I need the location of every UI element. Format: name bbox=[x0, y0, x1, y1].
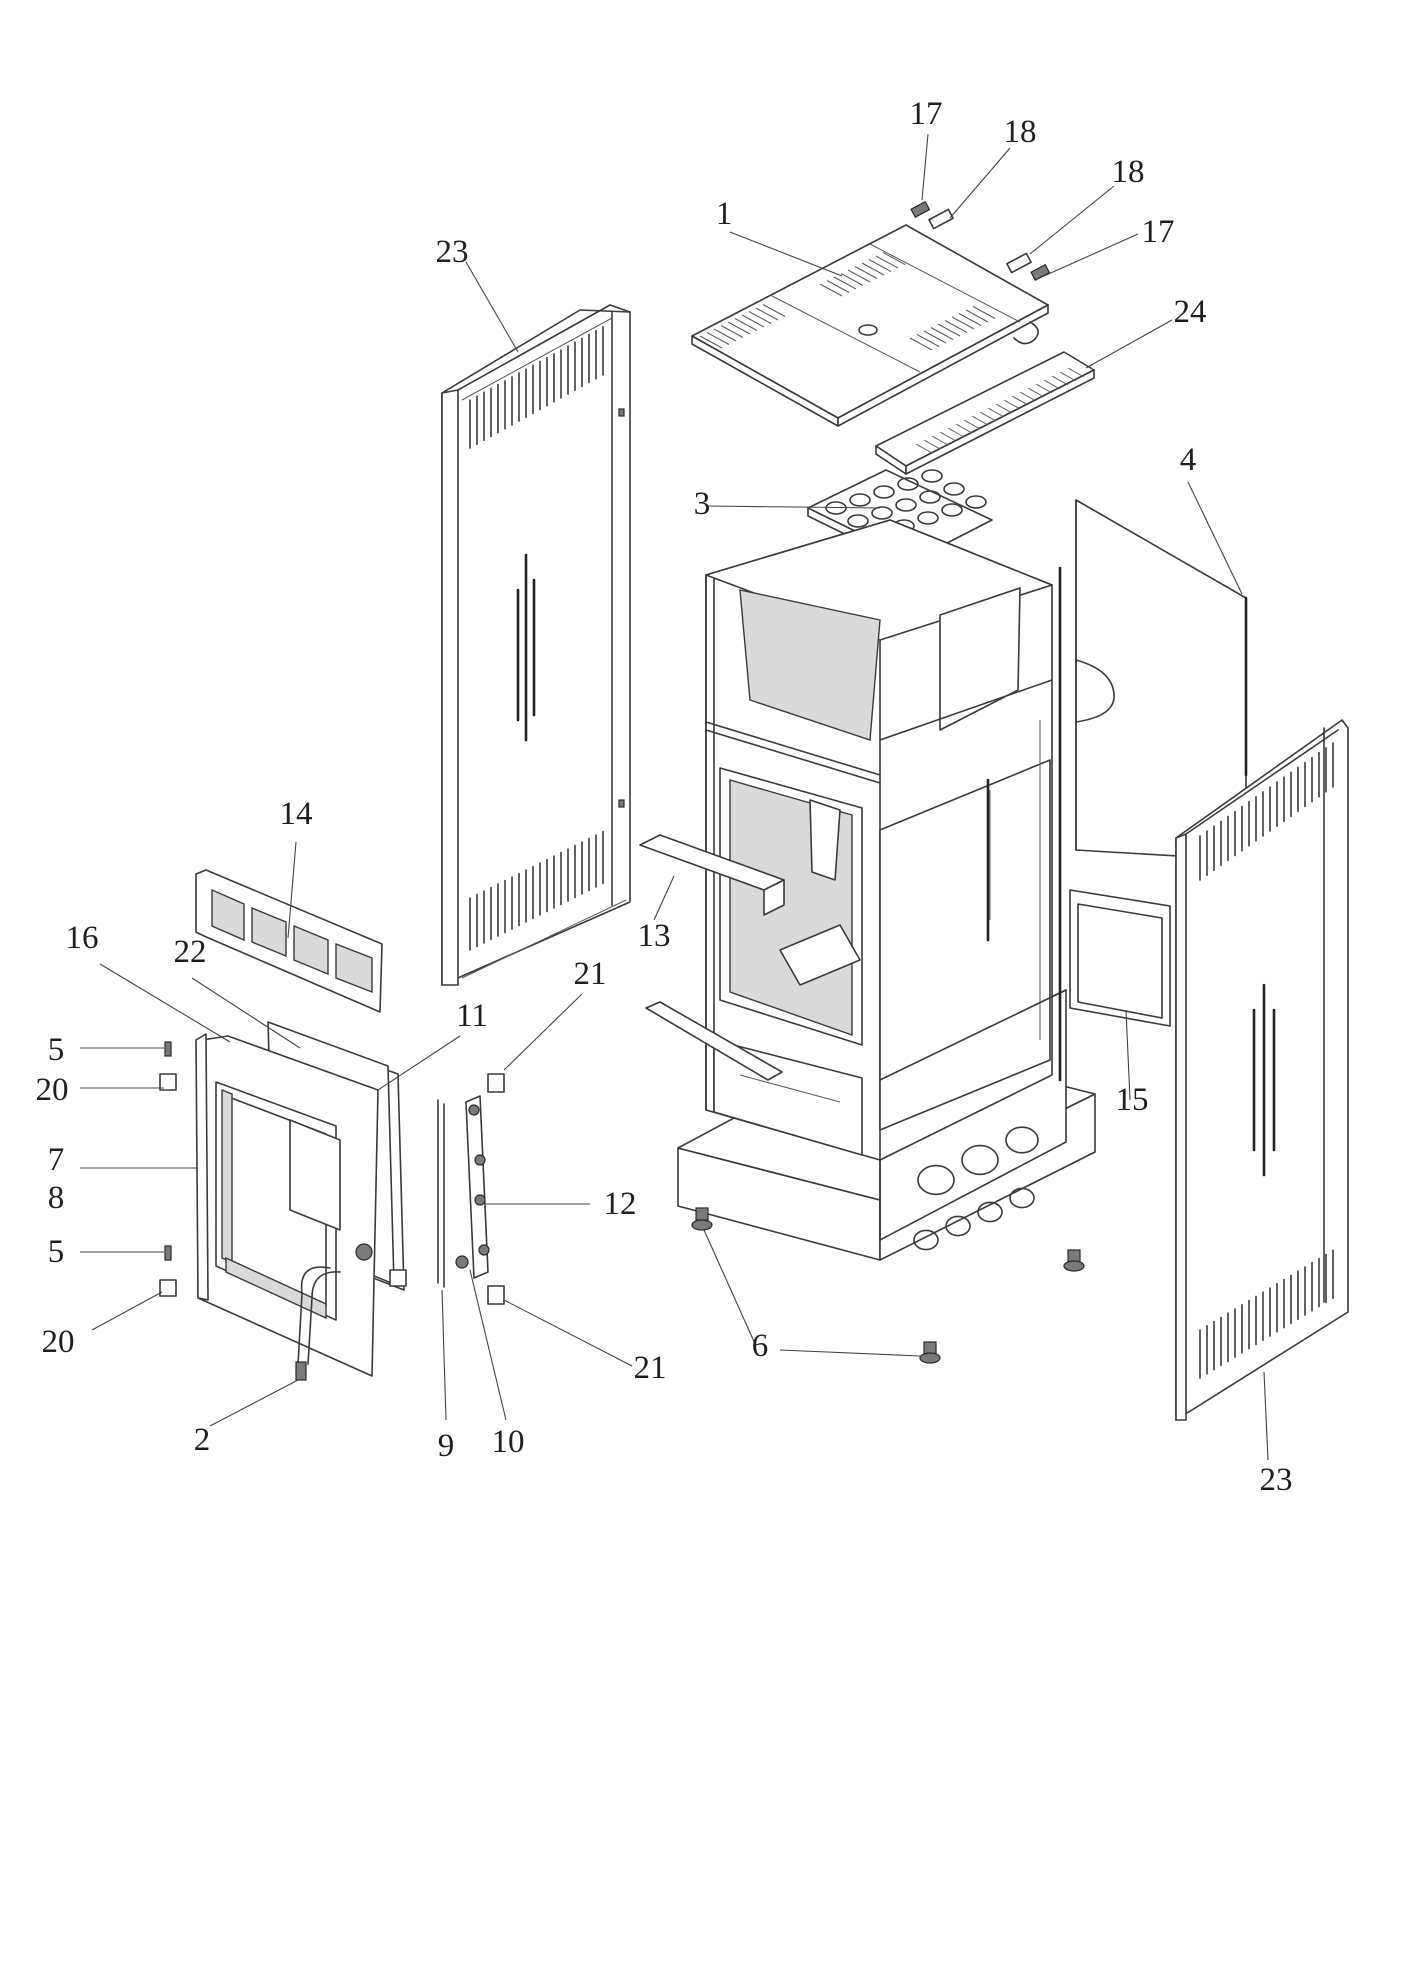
part-23-right-side-panel bbox=[1175, 719, 1349, 1421]
callout-23: 23 bbox=[1260, 1462, 1293, 1498]
part-13-support-bracket bbox=[639, 834, 785, 1081]
part-23-left-side-panel bbox=[441, 304, 631, 986]
callout-15: 15 bbox=[1116, 1082, 1149, 1118]
callout-labels: 17 18 18 17 1 24 23 3 4 14 16 22 13 21 1… bbox=[36, 96, 1293, 1498]
callout-18: 18 bbox=[1004, 114, 1037, 150]
callout-21: 21 bbox=[634, 1350, 667, 1386]
part-24-top-strip bbox=[875, 351, 1095, 475]
part-1-top-cover bbox=[691, 224, 1049, 427]
callout-24: 24 bbox=[1174, 294, 1207, 330]
callout-5: 5 bbox=[48, 1234, 65, 1270]
door-assembly bbox=[159, 1021, 445, 1381]
callout-8: 8 bbox=[48, 1180, 65, 1216]
callout-7: 7 bbox=[48, 1142, 65, 1178]
callout-23: 23 bbox=[436, 234, 469, 270]
callout-11: 11 bbox=[456, 998, 488, 1034]
part-4-right-inner-panel bbox=[1075, 499, 1248, 861]
parts-17-18-top-fasteners bbox=[910, 200, 1051, 281]
callout-9: 9 bbox=[438, 1428, 455, 1464]
callout-14: 14 bbox=[280, 796, 313, 832]
part-14-front-grille bbox=[195, 869, 383, 1013]
callout-16: 16 bbox=[66, 920, 99, 956]
callout-20: 20 bbox=[42, 1324, 75, 1360]
callout-5: 5 bbox=[48, 1032, 65, 1068]
callout-17: 17 bbox=[910, 96, 943, 132]
callout-1: 1 bbox=[716, 196, 733, 232]
stove-main-body bbox=[677, 519, 1096, 1261]
callout-13: 13 bbox=[638, 918, 671, 954]
part-6-feet bbox=[691, 1207, 1085, 1364]
callout-12: 12 bbox=[604, 1186, 637, 1222]
part-15-access-plate bbox=[1069, 889, 1171, 1027]
callout-10: 10 bbox=[492, 1424, 525, 1460]
callout-21: 21 bbox=[574, 956, 607, 992]
callout-2: 2 bbox=[194, 1422, 211, 1458]
callout-4: 4 bbox=[1180, 442, 1197, 478]
callout-17: 17 bbox=[1142, 214, 1175, 250]
leader-lines bbox=[80, 133, 1269, 1461]
callout-18: 18 bbox=[1112, 154, 1145, 190]
callout-3: 3 bbox=[694, 486, 711, 522]
callout-22: 22 bbox=[174, 934, 207, 970]
callout-20: 20 bbox=[36, 1072, 69, 1108]
part-12-hinge-plate bbox=[455, 1073, 505, 1305]
callout-6: 6 bbox=[752, 1328, 769, 1364]
